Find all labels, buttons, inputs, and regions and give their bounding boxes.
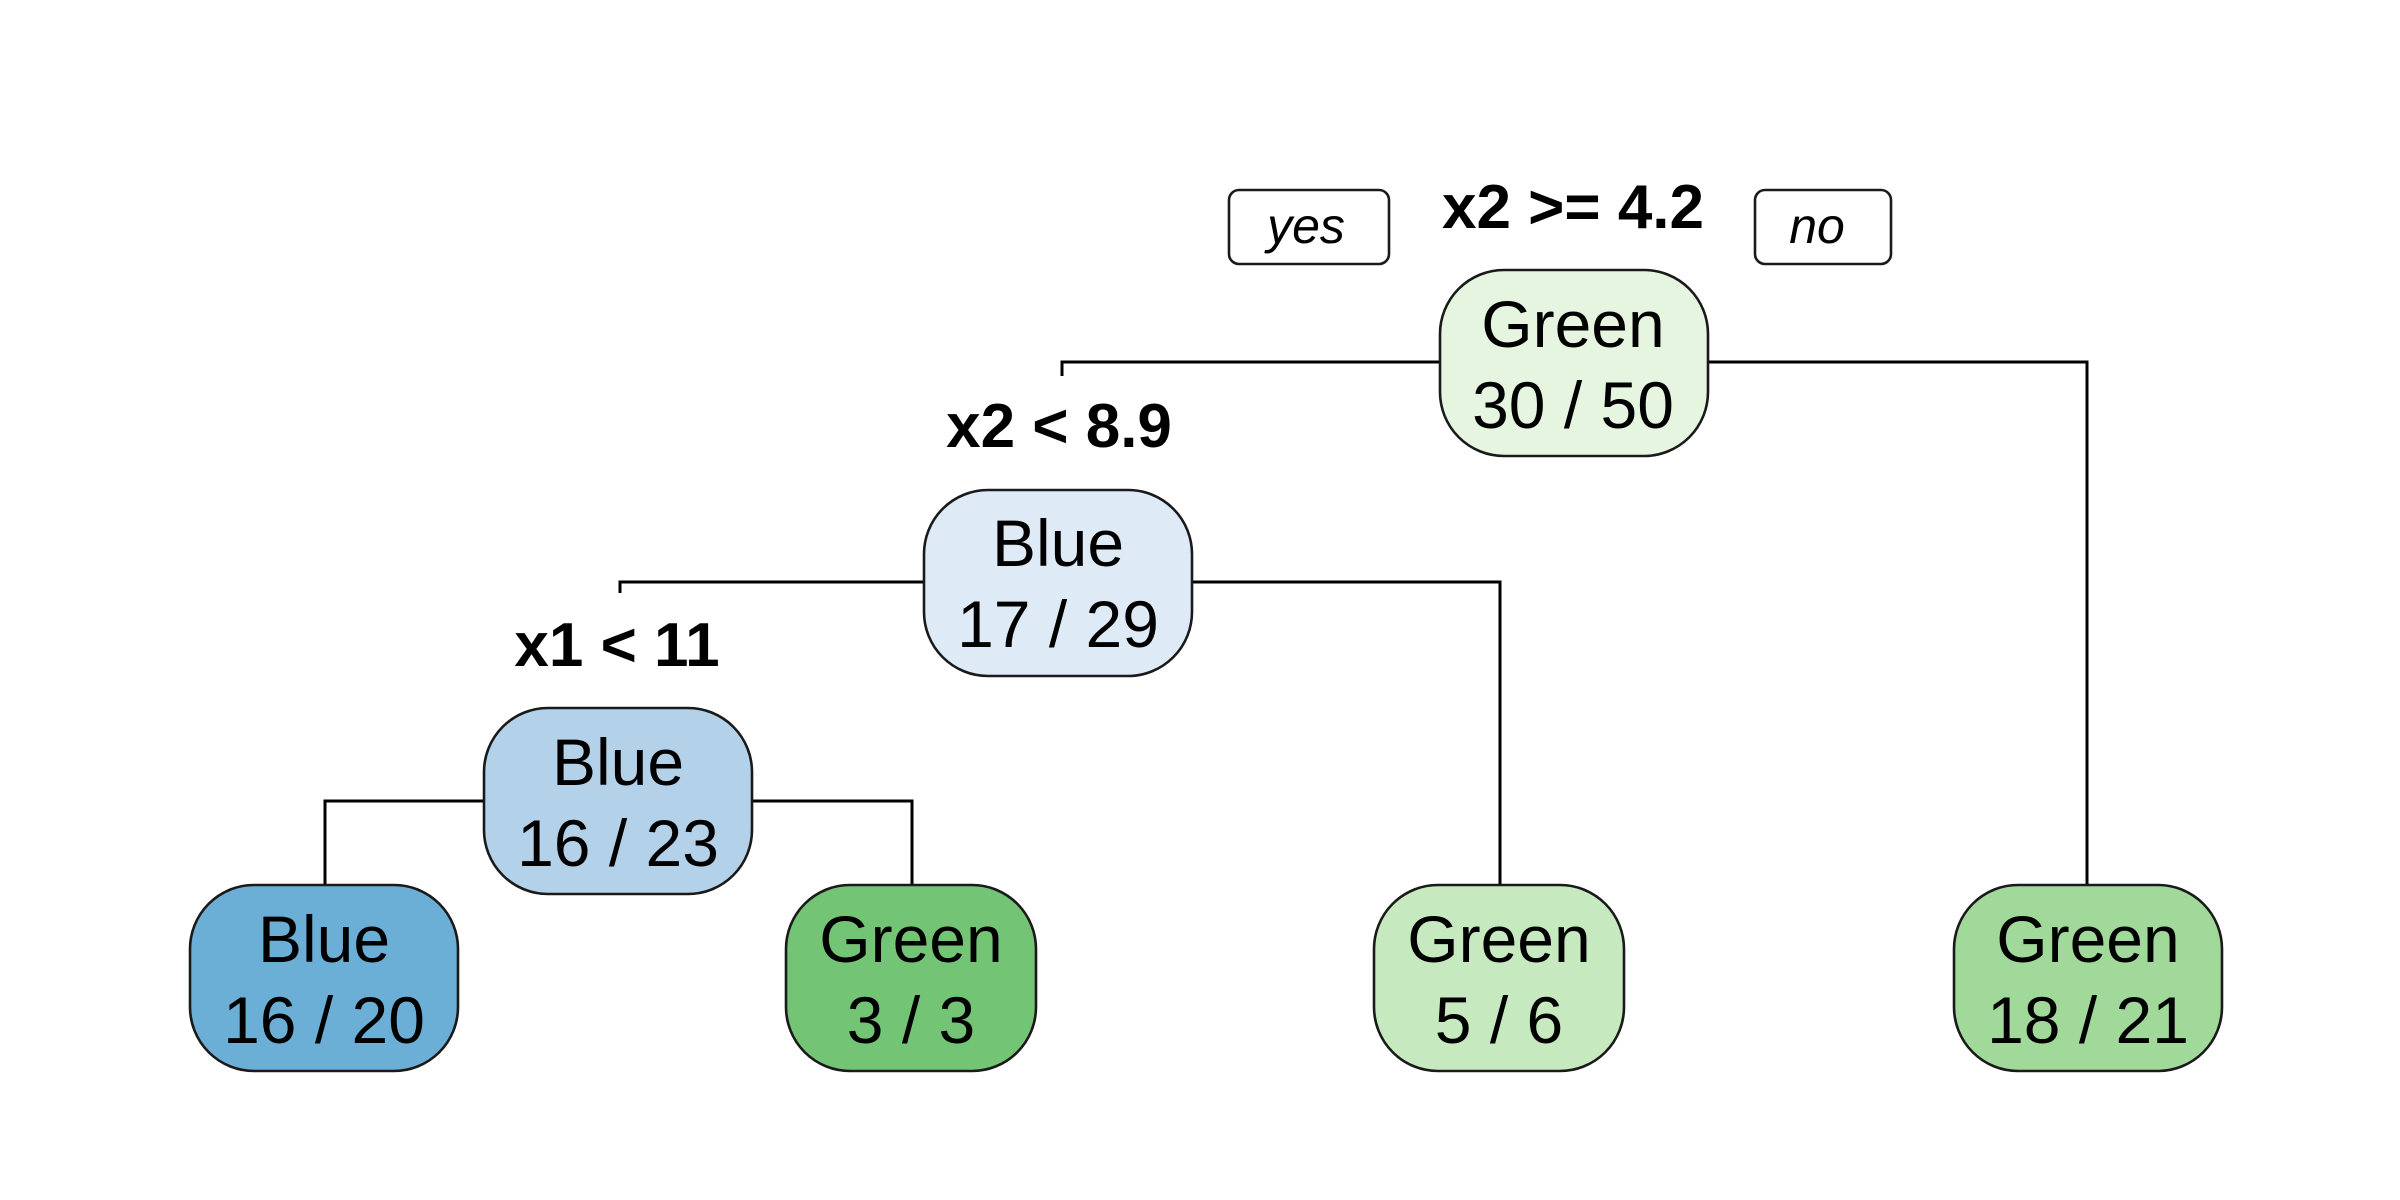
tree-leaf-2: Green 3 / 3 (784, 883, 1038, 1073)
node-n2-count: 17 / 29 (957, 587, 1159, 661)
leaf-2-class: Green (819, 902, 1002, 976)
leaf-1-count: 16 / 20 (223, 983, 425, 1057)
node-root-class: Green (1481, 287, 1664, 361)
branch-label-yes-box (1227, 188, 1391, 266)
edge-root-to-leaf4 (1708, 360, 2089, 895)
edge-n4-to-leaf1 (323, 799, 485, 895)
leaf-4-box (1952, 883, 2224, 1073)
branch-label-yes: yes (1227, 188, 1391, 266)
edge-n4-to-leaf2 (750, 799, 914, 895)
edge-n2-to-n4 (618, 580, 927, 593)
node-n4-box (482, 706, 754, 896)
tree-leaf-4: Green 18 / 21 (1952, 883, 2224, 1073)
leaf-4-class: Green (1996, 902, 2179, 976)
edge-n2-to-leaf3 (1189, 580, 1502, 895)
node-n4-class: Blue (552, 725, 684, 799)
node-n2-class: Blue (992, 506, 1124, 580)
node-root-count: 30 / 50 (1472, 368, 1674, 442)
split-label-root: x2 >= 4.2 (1442, 173, 1704, 242)
split-label-n4: x1 < 11 (514, 611, 719, 680)
branch-label-yes-text: yes (1264, 198, 1345, 254)
tree-node-root: Green 30 / 50 (1438, 268, 1710, 458)
node-n2-box (922, 488, 1194, 678)
leaf-2-count: 3 / 3 (847, 983, 975, 1057)
leaf-1-box (188, 883, 460, 1073)
leaf-3-class: Green (1407, 902, 1590, 976)
node-n4-count: 16 / 23 (517, 806, 719, 880)
branch-label-no: no (1753, 188, 1893, 266)
branch-label-no-box (1753, 188, 1893, 266)
tree-edges (323, 360, 2089, 895)
edge-root-to-n2 (1060, 360, 1446, 376)
tree-leaf-3: Green 5 / 6 (1372, 883, 1626, 1073)
split-label-n2: x2 < 8.9 (946, 392, 1172, 461)
tree-leaf-1: Blue 16 / 20 (188, 883, 460, 1073)
branch-label-no-text: no (1789, 198, 1845, 254)
leaf-4-count: 18 / 21 (1987, 983, 2189, 1057)
leaf-2-box (784, 883, 1038, 1073)
leaf-1-class: Blue (258, 902, 390, 976)
leaf-3-count: 5 / 6 (1435, 983, 1563, 1057)
tree-node-n2: Blue 17 / 29 (922, 488, 1194, 678)
leaf-3-box (1372, 883, 1626, 1073)
node-root-box (1438, 268, 1710, 458)
tree-node-n4: Blue 16 / 23 (482, 706, 754, 896)
